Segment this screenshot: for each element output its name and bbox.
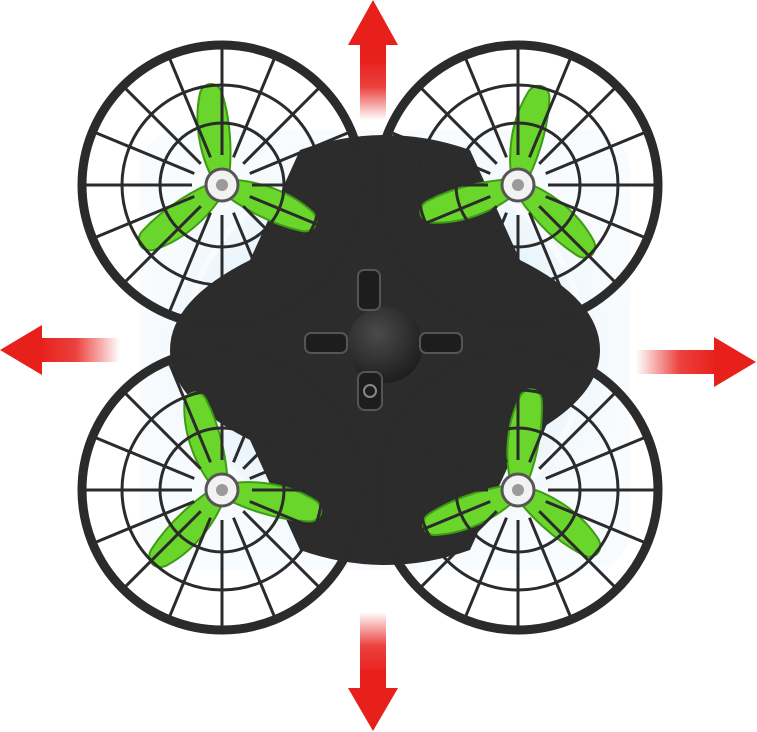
- right-slot: [419, 332, 463, 354]
- guard-spoke: [95, 436, 195, 480]
- propeller-hub-center: [216, 484, 228, 496]
- guard-spoke: [464, 58, 508, 158]
- guard-spoke: [538, 87, 616, 165]
- guard-spoke: [528, 517, 572, 617]
- guard-spoke: [124, 205, 202, 283]
- guard-spoke: [124, 510, 202, 588]
- guard-spoke: [545, 131, 645, 175]
- guard-spoke: [538, 510, 616, 588]
- guard-spoke: [242, 87, 320, 165]
- arrow-left: [0, 325, 120, 375]
- arrow-left-head: [0, 325, 42, 375]
- arrow-right-head: [714, 337, 756, 387]
- guard-spoke: [168, 363, 212, 463]
- arrow-up-head: [348, 0, 398, 45]
- arrow-up-shaft: [360, 60, 386, 120]
- left-slot: [304, 332, 348, 354]
- propeller-hub-center: [512, 484, 524, 496]
- guard-spoke: [232, 363, 276, 463]
- guard-spoke: [242, 205, 320, 283]
- guard-spoke: [545, 195, 645, 239]
- arrow-right: [636, 337, 756, 387]
- arrow-up-neck: [360, 43, 386, 63]
- arrow-down: [348, 612, 398, 731]
- guard-spoke: [124, 392, 202, 470]
- guard-spoke: [249, 436, 349, 480]
- guard-outer-rim: [77, 40, 367, 330]
- guard-spoke: [168, 212, 212, 312]
- guard-spoke: [464, 363, 508, 463]
- arrow-down-head: [348, 688, 398, 731]
- guard-spoke: [242, 510, 320, 588]
- rotor-front-left: [77, 40, 367, 330]
- guard-spoke: [545, 500, 645, 544]
- guard-outer-rim: [373, 345, 663, 635]
- guard-spoke: [249, 131, 349, 175]
- guard-spoke: [538, 392, 616, 470]
- arrow-up: [348, 0, 398, 120]
- guard-spoke: [391, 500, 491, 544]
- guard-spoke: [95, 131, 195, 175]
- guard-spoke: [232, 517, 276, 617]
- top-vent: [357, 269, 381, 311]
- guard-spoke: [420, 510, 498, 588]
- center-hub: [347, 307, 423, 383]
- guard-spoke: [464, 517, 508, 617]
- guard-spoke: [249, 195, 349, 239]
- guard-spoke: [232, 212, 276, 312]
- guard-spoke: [528, 212, 572, 312]
- power-switch: [357, 371, 383, 411]
- guard-spoke: [168, 58, 212, 158]
- arrow-down-shaft: [360, 612, 386, 674]
- guard-spoke: [464, 212, 508, 312]
- guard-spoke: [545, 436, 645, 480]
- guard-spoke: [391, 195, 491, 239]
- guard-spoke: [391, 436, 491, 480]
- guard-spoke: [242, 392, 320, 470]
- propeller-hub-center: [216, 179, 228, 191]
- rotor-rear-right: [373, 345, 663, 635]
- guard-outer-rim: [77, 345, 367, 635]
- rotor-rear-left: [77, 345, 367, 635]
- guard-spoke: [232, 58, 276, 158]
- power-icon: [363, 384, 377, 398]
- guard-spoke: [420, 392, 498, 470]
- propeller-hub-center: [512, 179, 524, 191]
- guard-spoke: [249, 500, 349, 544]
- guard-spoke: [420, 205, 498, 283]
- guard-spoke: [528, 58, 572, 158]
- arrow-down-neck: [360, 670, 386, 690]
- guard-spoke: [124, 87, 202, 165]
- guard-spoke: [168, 517, 212, 617]
- guard-spoke: [528, 363, 572, 463]
- arrow-right-shaft: [636, 350, 716, 374]
- guard-spoke: [538, 205, 616, 283]
- guard-spoke: [95, 195, 195, 239]
- guard-spoke: [391, 131, 491, 175]
- rotors: [77, 40, 663, 635]
- guard-outer-rim: [373, 40, 663, 330]
- rotor-front-right: [373, 40, 663, 330]
- guard-spoke: [95, 500, 195, 544]
- arrow-left-shaft: [40, 338, 120, 362]
- guard-spoke: [420, 87, 498, 165]
